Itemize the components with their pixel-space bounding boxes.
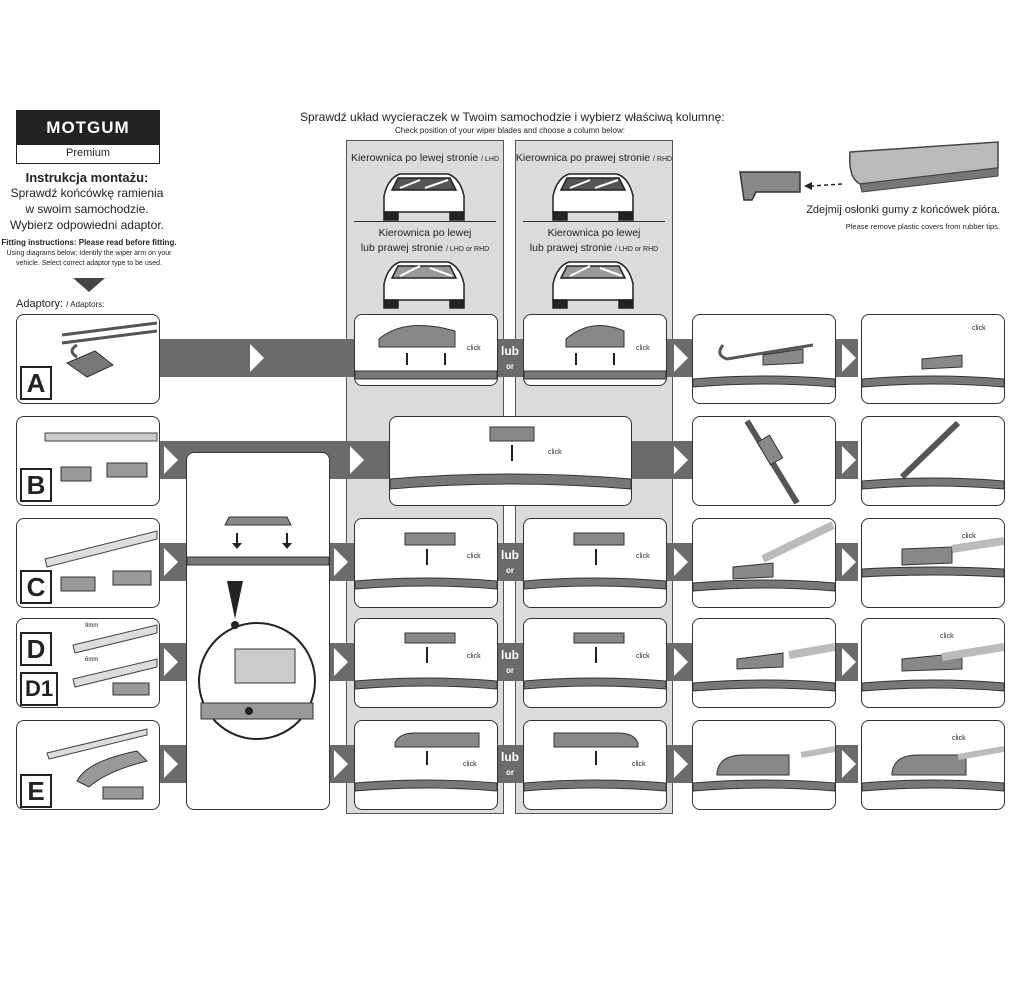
covers-text-en: Please remove plastic covers from rubber… <box>845 222 1000 231</box>
click-badge: click <box>636 553 650 560</box>
step3-panel-b[interactable] <box>692 416 836 506</box>
car-icon <box>383 173 465 221</box>
step3-panel-d[interactable] <box>692 618 836 708</box>
adaptors-label: Adaptory: / Adaptors: <box>16 298 105 310</box>
lhd-panel-c[interactable]: click <box>354 518 498 608</box>
flow-arrow-icon <box>334 648 348 676</box>
rhd-panel-e[interactable]: click <box>523 720 667 810</box>
brand-sub: Premium <box>65 147 110 159</box>
brand-logo: MOTGUM Premium <box>16 110 160 164</box>
lhd-panel-d[interactable]: click <box>354 618 498 708</box>
flow-arrow-icon <box>842 548 856 576</box>
step4-panel-b[interactable] <box>861 416 1005 506</box>
instructions-line-3: Wybierz odpowiedni adaptor. <box>10 218 164 232</box>
rhd-panel-c[interactable]: click <box>523 518 667 608</box>
rhd-panel-a[interactable]: click <box>523 314 667 386</box>
instructions-line-2: w swoim samochodzie. <box>25 202 149 216</box>
flow-arrow-icon <box>674 750 688 778</box>
click-badge: click <box>463 761 477 768</box>
adaptor-top-graphic <box>224 516 292 526</box>
size-label-9mm: 9mm <box>85 623 99 629</box>
brand-name: MOTGUM <box>17 111 159 145</box>
adaptor-letter-c: C <box>20 570 52 604</box>
down-arrow-icon <box>73 278 105 292</box>
car-icon <box>552 173 634 221</box>
instructions-line-1-en: Using diagrams below: Identify the wiper… <box>6 250 172 257</box>
covers-text: Zdejmij osłonki gumy z końcówek pióra. <box>806 204 1000 216</box>
click-badge: click <box>632 761 646 768</box>
instructions-line-1: Sprawdź końcówkę ramienia <box>10 186 164 200</box>
rhd-panel-d[interactable]: click <box>523 618 667 708</box>
flow-arrow-icon <box>164 750 178 778</box>
click-badge: click <box>548 449 562 456</box>
flow-arrow-icon <box>674 548 688 576</box>
rhd-both-line-1: Kierownica po lewej <box>547 227 641 239</box>
flow-arrow-icon <box>164 648 178 676</box>
flow-arrow-icon <box>842 648 856 676</box>
lhd-panel-e[interactable]: click <box>354 720 498 810</box>
click-badge: click <box>467 345 481 352</box>
instructions-heading: Instrukcja montażu: <box>25 170 149 185</box>
instructions-line-2-en: vehicle. Select correct adaptor type to … <box>16 260 162 267</box>
step3-panel-e[interactable] <box>692 720 836 810</box>
lhd-panel-a[interactable]: click <box>354 314 498 386</box>
step4-panel-e[interactable]: click <box>861 720 1005 810</box>
flow-arrow-icon <box>842 446 856 474</box>
b-center-panel[interactable]: click <box>389 416 632 506</box>
rhd-both-line-2: lub prawej stronie / LHD or RHD <box>529 242 659 254</box>
flow-arrow-icon <box>250 344 264 372</box>
click-badge: click <box>636 345 650 352</box>
flow-arrow-icon <box>334 548 348 576</box>
step3-panel-c[interactable] <box>692 518 836 608</box>
header-title: Sprawdź układ wycieraczek w Twoim samoch… <box>300 110 725 124</box>
flow-arrow-icon <box>350 446 364 474</box>
click-badge: click <box>467 653 481 660</box>
adaptor-letter-b: B <box>20 468 52 502</box>
flow-arrow-icon <box>164 446 178 474</box>
step3-panel-a[interactable] <box>692 314 836 404</box>
adaptor-letter-d1: D1 <box>20 672 58 706</box>
lhd-divider <box>354 221 496 222</box>
lhd-both-line-2: lub prawej stronie / LHD or RHD <box>360 242 490 254</box>
flow-arrow-icon <box>334 750 348 778</box>
header-subtitle: Check position of your wiper blades and … <box>395 126 625 135</box>
instructions-heading-en: Fitting instructions: Please read before… <box>1 238 177 247</box>
flow-arrow-icon <box>674 446 688 474</box>
click-badge: click <box>636 653 650 660</box>
step4-panel-a[interactable]: click <box>861 314 1005 404</box>
rhd-divider <box>523 221 665 222</box>
click-badge: click <box>972 325 986 332</box>
click-badge: click <box>962 533 976 540</box>
lhd-heading: Kierownica po lewej stronie / LHD <box>350 152 500 164</box>
click-badge: click <box>467 553 481 560</box>
flow-arrow-icon <box>674 648 688 676</box>
car-icon <box>383 261 465 309</box>
lhd-both-line-1: Kierownica po lewej <box>378 227 472 239</box>
adaptor-letter-e: E <box>20 774 52 808</box>
size-label-6mm: 6mm <box>85 657 99 663</box>
flow-arrow-icon <box>164 548 178 576</box>
flow-arrow-icon <box>842 344 856 372</box>
step4-panel-d[interactable]: click <box>861 618 1005 708</box>
click-badge: click <box>940 633 954 640</box>
adaptor-letter-a: A <box>20 366 52 400</box>
adaptor-letter-d: D <box>20 632 52 666</box>
flow-arrow-icon <box>842 750 856 778</box>
car-icon <box>552 261 634 309</box>
click-badge: click <box>952 735 966 742</box>
cde-common-panel <box>186 452 330 810</box>
flow-arrow-icon <box>674 344 688 372</box>
rhd-heading: Kierownica po prawej stronie / RHD <box>515 152 673 164</box>
step4-panel-c[interactable]: click <box>861 518 1005 608</box>
